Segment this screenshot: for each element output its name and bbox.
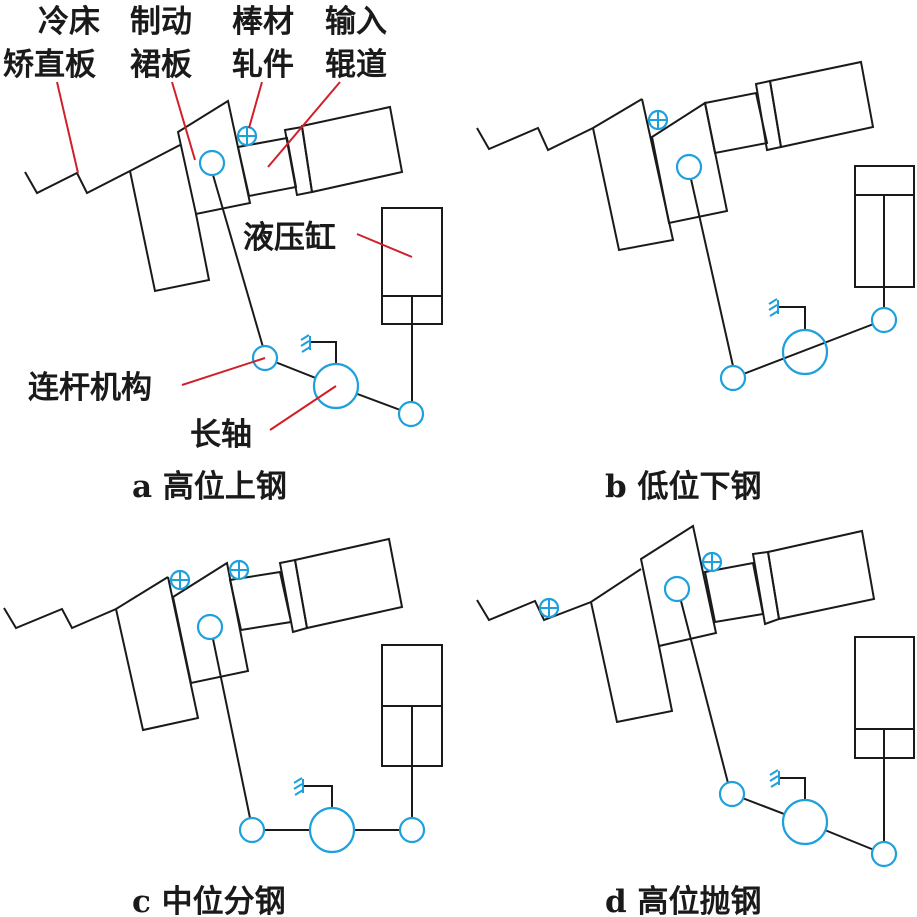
roller-motor	[300, 105, 404, 194]
cooling-bed-straightener	[24, 144, 181, 195]
cooling-bed-straightener	[476, 98, 643, 152]
cooling-bed-straightener	[3, 576, 169, 630]
leader-cylinder	[356, 233, 413, 258]
link-rod	[212, 174, 264, 348]
label-linkage: 连杆机构	[28, 370, 152, 406]
long-shaft	[781, 328, 829, 376]
brake-skirt	[171, 561, 250, 685]
roller-motor	[768, 60, 875, 149]
long-shaft	[308, 806, 356, 854]
link-rod	[212, 638, 251, 819]
caption-c: c 中位分钢	[132, 884, 286, 917]
ground-icon	[300, 334, 311, 353]
brake-skirt	[650, 101, 729, 225]
label-input: 输入	[325, 4, 387, 40]
steel-bar-icon	[538, 597, 560, 619]
label-straightener: 矫直板	[3, 47, 96, 83]
ground-link	[303, 785, 333, 808]
label-bar: 棒材	[232, 4, 294, 40]
input-roller	[228, 570, 293, 632]
cylinder-joint	[398, 816, 426, 844]
ground-link	[779, 777, 806, 800]
steel-bar-icon	[169, 569, 191, 591]
caption-d: d 高位抛钢	[605, 884, 761, 917]
label-skirt: 裙板	[130, 47, 192, 83]
panel-c: c 中位分钢	[3, 537, 443, 917]
steel-bar-icon	[228, 559, 250, 581]
roller-flange	[754, 79, 783, 152]
link-rod	[690, 178, 734, 367]
roller-flange	[278, 558, 309, 634]
label-cylinder: 液压缸	[243, 220, 336, 256]
linkage-joint	[718, 780, 746, 808]
leader-bar	[248, 81, 263, 129]
ground-icon	[768, 298, 779, 317]
cylinder-joint	[397, 400, 425, 428]
roller-motor	[766, 529, 876, 621]
label-cooling-bed: 冷床	[38, 4, 100, 40]
leader-cooling-bed	[56, 81, 79, 174]
steel-bar-icon	[236, 125, 258, 147]
ground-link	[778, 306, 806, 330]
skirt-pivot	[198, 149, 226, 177]
ground-icon	[293, 777, 304, 796]
steel-bar-icon	[701, 551, 723, 573]
ground-icon	[769, 769, 780, 788]
skirt-pivot	[675, 153, 703, 181]
label-rolled-piece: 轧件	[232, 47, 294, 83]
lower-plate	[129, 170, 211, 293]
leader-brake-skirt	[171, 81, 196, 161]
brake-skirt	[176, 99, 252, 216]
ground-link	[310, 341, 337, 364]
leader-linkage	[181, 357, 266, 386]
label-brake: 制动	[130, 4, 192, 40]
cylinder-joint	[870, 306, 898, 334]
label-shaft: 长轴	[190, 417, 252, 453]
linkage-joint	[719, 364, 747, 392]
skirt-pivot	[663, 575, 691, 603]
skirt-pivot	[196, 613, 224, 641]
panel-d: d 高位抛钢	[476, 524, 915, 917]
caption-b: b 低位下钢	[605, 469, 761, 505]
steel-bar-icon	[647, 109, 669, 131]
cylinder-joint	[870, 840, 898, 868]
cooling-bed-straightener	[476, 568, 642, 622]
caption-a: a 高位上钢	[132, 469, 287, 505]
panel-b: b 低位下钢	[476, 60, 915, 505]
roller-motor	[293, 537, 404, 630]
linkage-joint	[238, 816, 266, 844]
input-roller	[703, 91, 769, 155]
brake-skirt	[639, 524, 718, 648]
lower-plate	[590, 601, 674, 724]
link-rod	[680, 600, 729, 784]
leader-shaft	[269, 385, 337, 431]
leader-roller	[267, 81, 341, 168]
panel-a: 冷床 矫直板 制动 裙板 棒材 轧件 输入 辊道 液压缸 连杆机构 长轴 a 高…	[3, 4, 443, 505]
link-arm	[732, 319, 885, 379]
label-roller-table: 辊道	[325, 47, 387, 83]
long-shaft	[781, 798, 829, 846]
